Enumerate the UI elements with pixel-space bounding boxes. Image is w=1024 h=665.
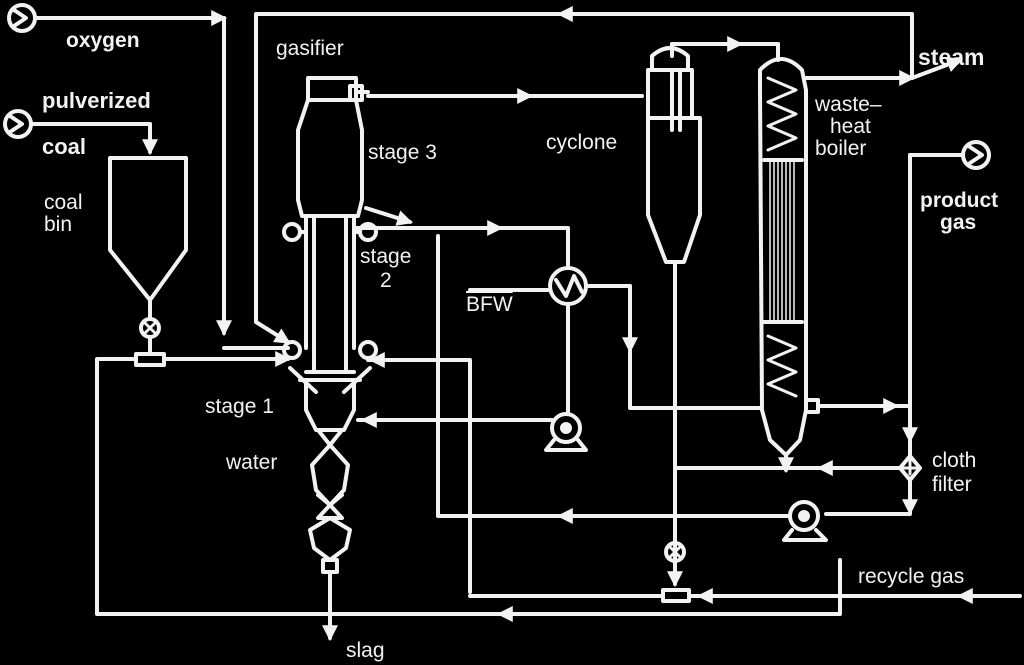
cloth-filter [673,454,922,516]
coal-bin [108,156,188,367]
label-cloth-2: filter [932,473,972,496]
cyclone-discharge [468,541,1022,622]
label-recycle-gas: recycle gas [858,565,965,588]
gasifier-vessel [282,76,378,642]
label-stage-1: stage 1 [205,395,274,418]
label-oxygen: oxygen [66,29,140,52]
recycle-feed-loop [95,351,665,616]
label-waste-3: boiler [815,137,867,160]
label-bfw: BFW [466,293,513,316]
oxygen-line [33,10,290,350]
label-coal-bin-2: bin [44,213,73,236]
bfw-exchanger-loop [352,206,762,414]
waste-heat-boiler [758,57,820,474]
label-stage-2-line2: 2 [380,269,392,292]
label-stage-3: stage 3 [368,141,437,164]
steam-line [254,6,963,344]
label-coal-bin-1: coal [44,191,83,214]
label-slag: slag [346,639,385,662]
label-product-1: product [920,189,999,212]
label-stage-2-line1: stage [360,245,412,268]
coal-feed-line [29,122,158,156]
oxygen-inlet-icon [7,3,37,33]
product-gas-line [816,140,991,462]
label-steam: steam [918,44,985,70]
label-water: water [226,451,278,474]
label-cloth-1: cloth [932,449,977,472]
recycle-compressor [436,234,828,542]
label-pulverized: pulverized [42,88,151,113]
label-waste-1: waste– [815,93,882,116]
label-product-2: gas [940,211,977,234]
label-waste-2: heat [830,115,871,138]
label-cyclone: cyclone [546,131,618,154]
water-pump [356,412,588,452]
coal-inlet-icon [3,109,33,139]
stage1-recycle-line [366,352,472,594]
label-coal: coal [42,134,87,159]
label-gasifier: gasifier [276,37,344,60]
cyclone [646,36,780,562]
